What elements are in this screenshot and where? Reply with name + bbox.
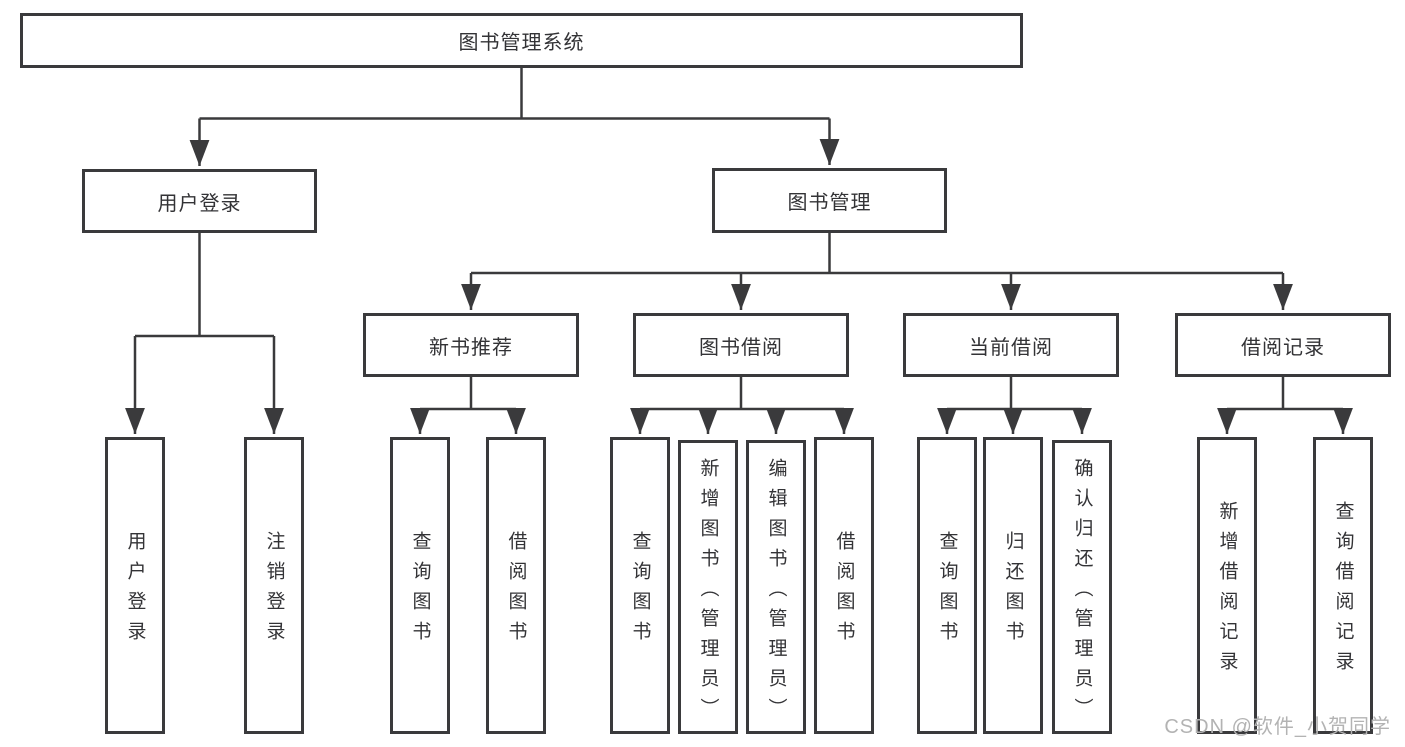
node-label: 图书借阅 bbox=[699, 336, 783, 359]
node-label: 归还图书 bbox=[1002, 531, 1024, 651]
leaf-query-borrow-record: 查询借阅记录 bbox=[1313, 437, 1373, 734]
node-label: 用户登录 bbox=[124, 531, 146, 651]
node-label: 图书管理 bbox=[787, 192, 872, 214]
node-label: 注销登录 bbox=[263, 531, 285, 651]
leaf-return-books: 归还图书 bbox=[983, 437, 1043, 734]
node-user-login: 用户登录 bbox=[82, 169, 317, 233]
node-label: 图书管理系统 bbox=[458, 32, 585, 54]
leaf-query-books-borrowing: 查询图书 bbox=[610, 437, 670, 734]
node-label: 用户登录 bbox=[157, 192, 242, 215]
leaf-borrow-books-recommend: 借阅图书 bbox=[486, 437, 546, 734]
node-label: 当前借阅 bbox=[969, 336, 1053, 359]
node-label: 确认归还（管理员） bbox=[1071, 457, 1093, 728]
node-label: 借阅记录 bbox=[1241, 336, 1325, 359]
leaf-query-books-current: 查询图书 bbox=[917, 437, 977, 734]
leaf-borrow-books: 借阅图书 bbox=[814, 437, 874, 734]
node-label: 借阅图书 bbox=[505, 531, 527, 651]
node-label: 编辑图书（管理员） bbox=[765, 457, 787, 728]
node-library-management-system: 图书管理系统 bbox=[20, 13, 1023, 68]
leaf-user-login: 用户登录 bbox=[105, 437, 165, 734]
node-book-borrowing: 图书借阅 bbox=[633, 313, 849, 377]
node-label: 查询图书 bbox=[409, 531, 431, 651]
node-label: 借阅图书 bbox=[833, 531, 855, 651]
leaf-edit-books-admin: 编辑图书（管理员） bbox=[746, 440, 806, 734]
leaf-query-books-recommend: 查询图书 bbox=[390, 437, 450, 734]
node-new-book-recommend: 新书推荐 bbox=[363, 313, 579, 377]
leaf-add-borrow-record: 新增借阅记录 bbox=[1197, 437, 1257, 734]
node-label: 查询图书 bbox=[936, 531, 958, 651]
csdn-watermark: CSDN @软件_小贺同学 bbox=[1164, 716, 1391, 738]
node-borrowing-records: 借阅记录 bbox=[1175, 313, 1391, 377]
node-label: 新增图书（管理员） bbox=[697, 457, 719, 728]
node-label: 查询图书 bbox=[629, 531, 651, 651]
leaf-logout: 注销登录 bbox=[244, 437, 304, 734]
node-label: 新书推荐 bbox=[429, 336, 513, 359]
node-current-borrowing: 当前借阅 bbox=[903, 313, 1119, 377]
leaf-add-books-admin: 新增图书（管理员） bbox=[678, 440, 738, 734]
node-book-management: 图书管理 bbox=[712, 168, 947, 233]
node-label: 查询借阅记录 bbox=[1332, 501, 1354, 681]
leaf-confirm-return-admin: 确认归还（管理员） bbox=[1052, 440, 1112, 734]
node-label: 新增借阅记录 bbox=[1216, 501, 1238, 681]
